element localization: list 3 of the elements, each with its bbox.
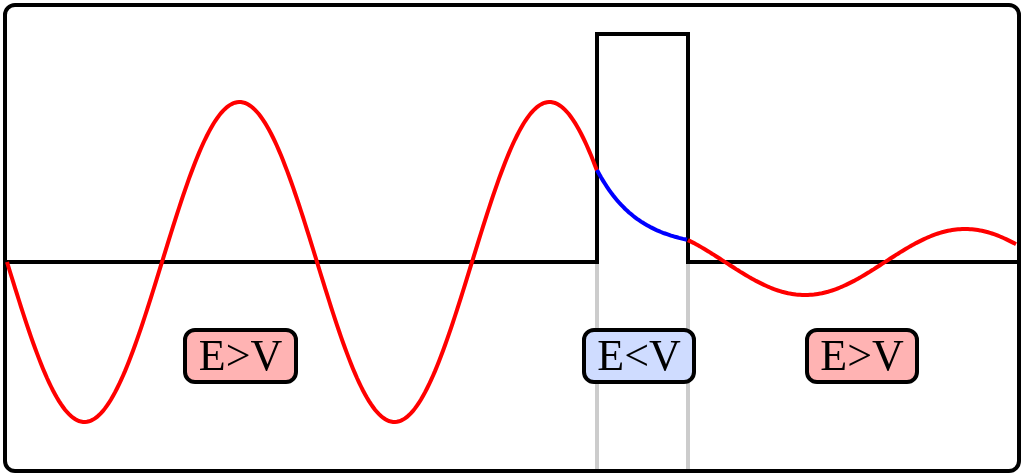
energy-region-label: E>V (805, 328, 919, 384)
energy-region-label: E<V (582, 328, 696, 384)
energy-region-label: E>V (183, 328, 298, 384)
